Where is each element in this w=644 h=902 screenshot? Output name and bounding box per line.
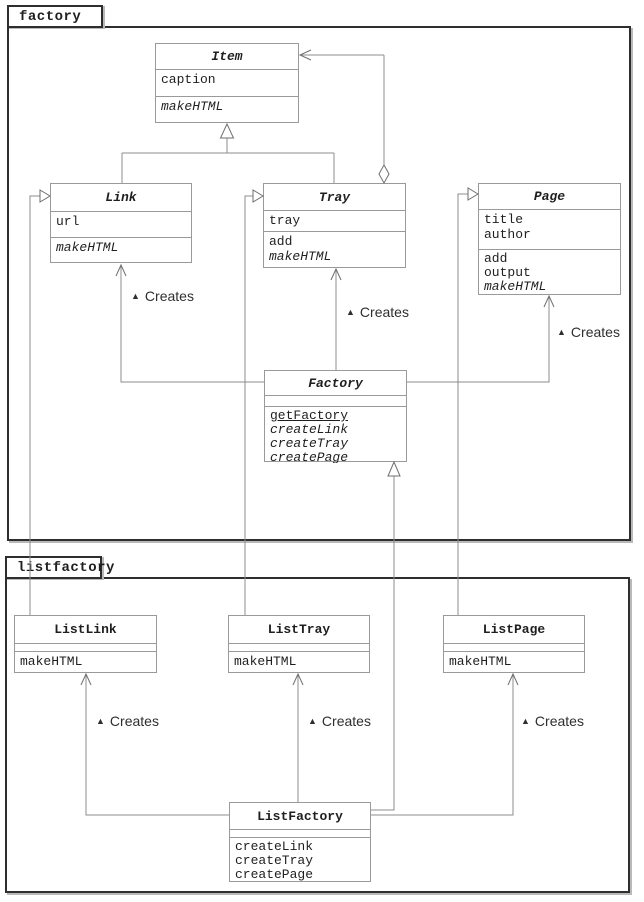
class-listfactory-attributes — [230, 829, 370, 837]
class-listpage-methods: makeHTML — [444, 651, 584, 672]
class-link-methods: makeHTML — [51, 237, 191, 264]
class-item-attributes: caption — [156, 69, 298, 96]
class-item-methods: makeHTML — [156, 96, 298, 124]
creates-label-listpage: ▲Creates — [521, 713, 584, 729]
class-item: Item caption makeHTML — [155, 43, 299, 123]
class-listlink-attributes — [15, 643, 156, 651]
tray-attr-tray: tray — [269, 213, 301, 228]
class-factory-attributes — [265, 395, 406, 406]
factory-method-createpage: createPage — [270, 450, 349, 464]
class-factory-methods: getFactory createLink createTray createP… — [265, 406, 406, 463]
class-listtray: ListTray makeHTML — [228, 615, 370, 673]
page-attr-title: title — [484, 212, 524, 227]
package-listfactory-label: listfactory — [17, 559, 115, 576]
item-attr-caption: caption — [161, 72, 216, 87]
class-listpage-name: ListPage — [482, 622, 546, 637]
up-triangle-icon: ▲ — [557, 327, 566, 337]
class-listlink-methods: makeHTML — [15, 651, 156, 672]
creates-label-tray: ▲Creates — [346, 304, 409, 320]
tray-method-add: add — [269, 234, 293, 249]
listfactory-method-createlink: createLink — [235, 839, 314, 854]
class-link-name: Link — [105, 190, 137, 205]
class-tray-methods: add makeHTML — [264, 231, 405, 269]
class-page-attributes: title author — [479, 209, 620, 249]
package-factory-label: factory — [19, 8, 82, 25]
up-triangle-icon: ▲ — [131, 291, 140, 301]
class-listtray-name: ListTray — [267, 622, 331, 637]
class-page-name: Page — [533, 189, 566, 204]
class-listtray-methods: makeHTML — [229, 651, 369, 672]
factory-method-createtray: createTray — [270, 436, 349, 451]
creates-label-page: ▲Creates — [557, 324, 620, 340]
creates-label-link: ▲Creates — [131, 288, 194, 304]
up-triangle-icon: ▲ — [96, 716, 105, 726]
class-tray-attributes: tray — [264, 210, 405, 231]
class-link: Link url makeHTML — [50, 183, 192, 263]
page-method-makehtml: makeHTML — [484, 279, 547, 294]
class-tray: Tray tray add makeHTML — [263, 183, 406, 268]
page-method-output: output — [484, 265, 531, 280]
page-method-add: add — [484, 251, 508, 266]
up-triangle-icon: ▲ — [308, 716, 317, 726]
class-listlink: ListLink makeHTML — [14, 615, 157, 673]
factory-method-createlink: createLink — [270, 422, 349, 437]
listfactory-method-createtray: createTray — [235, 853, 314, 868]
up-triangle-icon: ▲ — [346, 307, 355, 317]
class-listfactory-methods: createLink createTray createPage — [230, 837, 370, 881]
item-method-makehtml: makeHTML — [161, 99, 224, 114]
listlink-method-makehtml: makeHTML — [20, 654, 83, 669]
class-page-methods: add output makeHTML — [479, 249, 620, 296]
class-factory: Factory getFactory createLink createTray… — [264, 370, 407, 463]
package-listfactory-tab: listfactory — [5, 556, 114, 579]
class-item-name: Item — [211, 49, 243, 64]
class-listpage-attributes — [444, 643, 584, 651]
class-listfactory: ListFactory createLink createTray create… — [229, 802, 371, 882]
listtray-method-makehtml: makeHTML — [234, 654, 297, 669]
creates-label-listtray: ▲Creates — [308, 713, 371, 729]
link-method-makehtml: makeHTML — [56, 240, 119, 255]
class-listpage: ListPage makeHTML — [443, 615, 585, 673]
class-listtray-attributes — [229, 643, 369, 651]
listpage-method-makehtml: makeHTML — [449, 654, 512, 669]
class-listlink-name: ListLink — [54, 622, 117, 637]
class-tray-name: Tray — [318, 189, 351, 205]
creates-label-listlink: ▲Creates — [96, 713, 159, 729]
class-listfactory-name: ListFactory — [257, 808, 343, 824]
page-attr-author: author — [484, 227, 531, 242]
class-link-attributes: url — [51, 211, 191, 237]
up-triangle-icon: ▲ — [521, 716, 530, 726]
link-attr-url: url — [56, 214, 80, 229]
listfactory-method-createpage: createPage — [235, 867, 314, 882]
package-factory-tab: factory — [7, 5, 103, 28]
class-page: Page title author add output makeHTML — [478, 183, 621, 295]
factory-method-getfactory: getFactory — [270, 408, 349, 423]
tray-method-makehtml: makeHTML — [269, 249, 332, 264]
class-factory-name: Factory — [308, 375, 363, 391]
